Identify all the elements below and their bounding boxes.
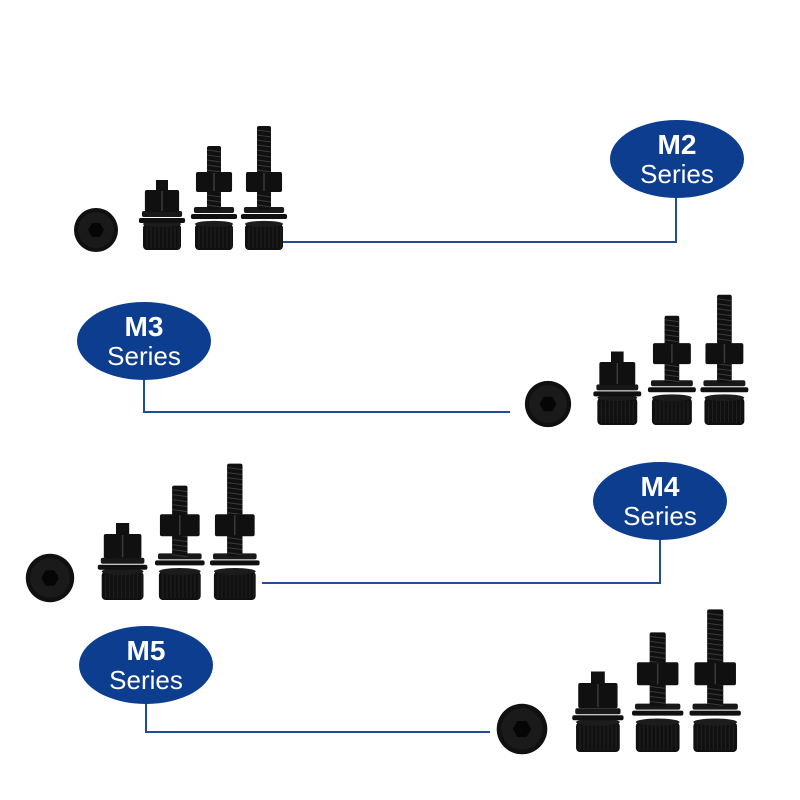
- m4-connector-line: [262, 533, 661, 584]
- m3-series-label: Series: [107, 341, 181, 371]
- hex-socket-icon: [41, 570, 59, 586]
- socket-head-icon: [101, 567, 144, 600]
- lock-washer-icon: [212, 553, 257, 560]
- lock-washer-icon: [650, 380, 693, 387]
- lock-washer-icon: [692, 703, 738, 710]
- hex-socket-icon: [512, 721, 532, 737]
- lock-washer-icon: [100, 557, 145, 564]
- socket-head-icon: [576, 718, 620, 752]
- flat-washer-icon: [240, 214, 288, 219]
- m3-connector-line: [143, 372, 510, 413]
- socket-head-icon: [158, 567, 201, 600]
- socket-head-icon: [213, 567, 256, 600]
- lock-washer-icon: [703, 380, 746, 387]
- flat-washer-icon: [190, 214, 238, 219]
- flat-washer-icon: [689, 710, 741, 716]
- m4-size-label: M4: [640, 471, 680, 502]
- flat-washer-icon: [138, 218, 186, 223]
- hex-socket-icon: [539, 396, 557, 412]
- m5-series-label: Series: [109, 665, 183, 695]
- thread-stub-icon: [116, 523, 130, 534]
- flat-washer-icon: [700, 387, 749, 393]
- thread-stub-icon: [611, 351, 624, 362]
- lock-washer-icon: [157, 553, 202, 560]
- thread-stub-icon: [591, 671, 605, 683]
- lock-washer-icon: [596, 384, 639, 391]
- flat-washer-icon: [154, 560, 205, 566]
- flat-washer-icon: [209, 560, 260, 566]
- m2-series-label: Series: [640, 159, 714, 189]
- lock-washer-icon: [635, 703, 681, 710]
- socket-head-icon: [704, 394, 745, 425]
- flat-washer-icon: [647, 387, 696, 393]
- lock-washer-icon: [575, 708, 621, 715]
- socket-head-icon: [245, 220, 283, 250]
- m4-series-label: Series: [623, 501, 697, 531]
- m5-connector-line: [145, 703, 490, 733]
- flat-washer-icon: [97, 564, 148, 570]
- socket-screw-face-icon: [524, 380, 572, 428]
- m3-size-label: M3: [124, 311, 164, 342]
- m4-series-badge: M4 Series: [593, 462, 727, 540]
- flat-washer-icon: [593, 391, 642, 397]
- flat-washer-icon: [572, 715, 624, 721]
- flat-washer-icon: [632, 710, 684, 716]
- socket-head-icon: [195, 220, 233, 250]
- m2-series-badge: M2 Series: [610, 120, 744, 198]
- socket-head-icon: [693, 718, 738, 752]
- lock-washer-icon: [141, 211, 183, 217]
- m2-connector-line: [280, 192, 677, 243]
- m3-series-badge: M3 Series: [77, 302, 211, 380]
- m5-series-badge: M5 Series: [79, 626, 213, 704]
- socket-screw-face-icon: [496, 703, 548, 755]
- hex-socket-icon: [88, 223, 104, 237]
- socket-head-icon: [651, 394, 692, 425]
- socket-screw-face-icon: [25, 553, 75, 603]
- thread-stub-icon: [156, 180, 168, 190]
- socket-head-icon: [635, 718, 680, 752]
- m5-size-label: M5: [126, 635, 166, 666]
- m2-size-label: M2: [657, 129, 697, 160]
- socket-screw-face-icon: [74, 208, 118, 252]
